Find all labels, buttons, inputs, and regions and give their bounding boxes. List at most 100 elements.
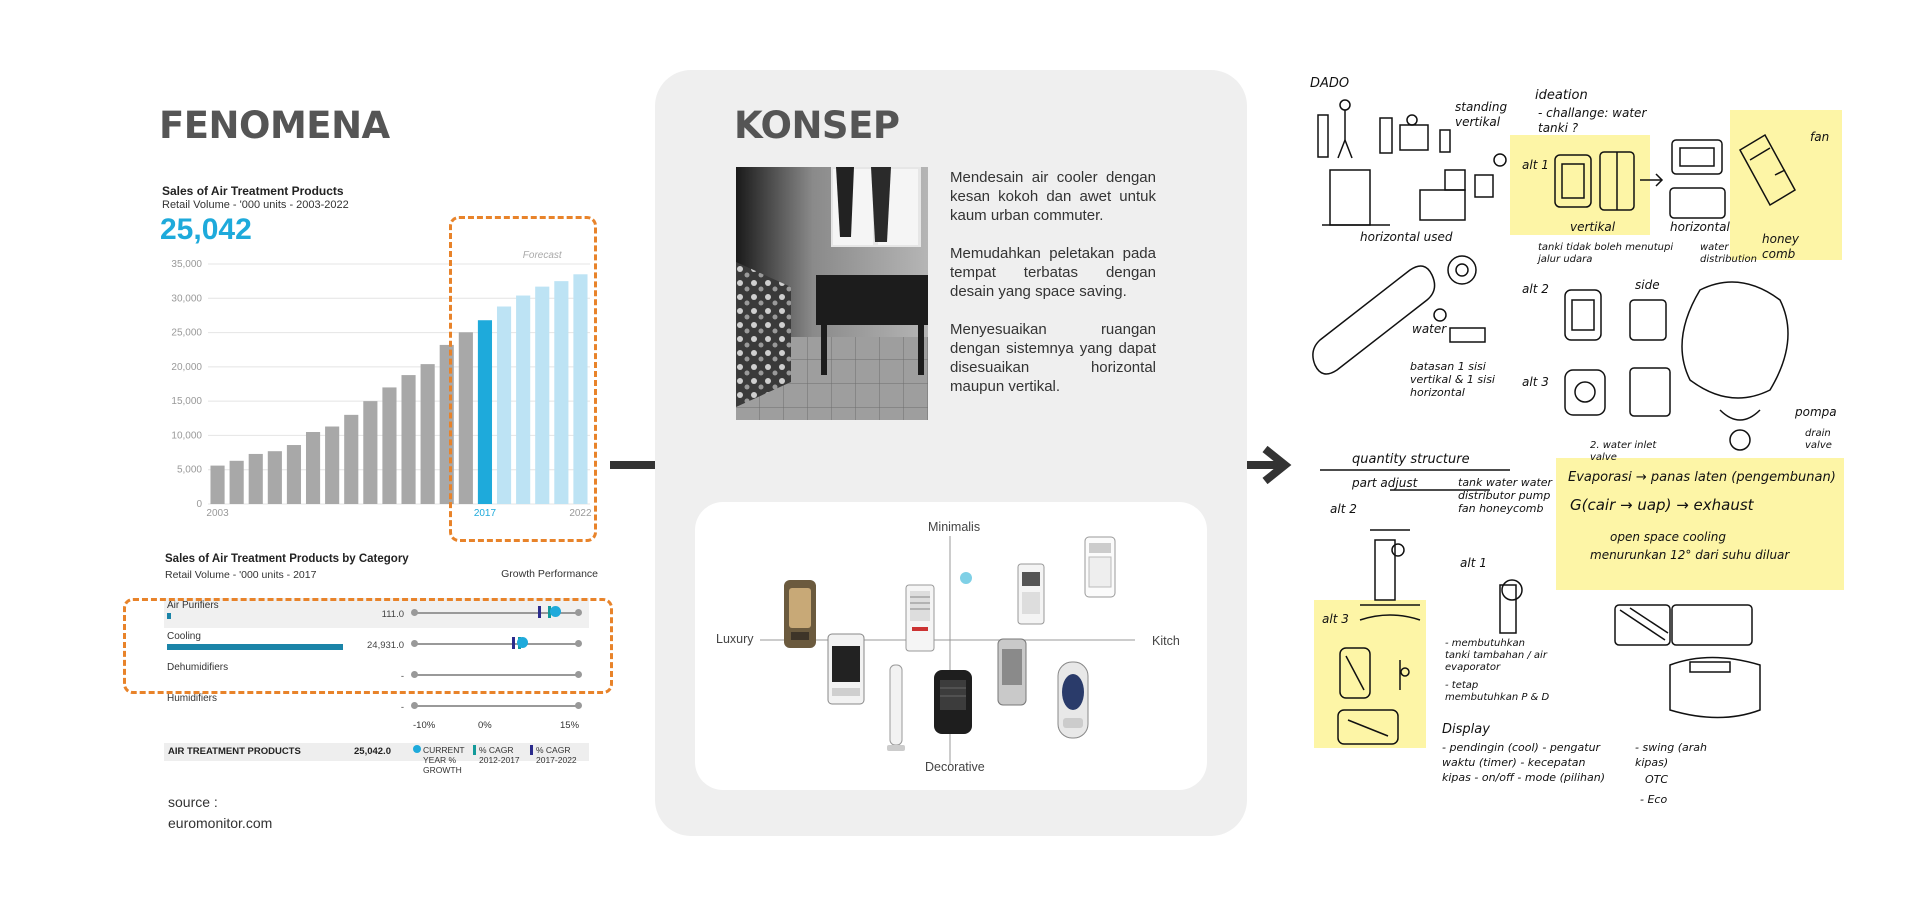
source-note: source : euromonitor.com [168,792,272,834]
category-table-subtitle: Retail Volume - '000 units - 2017 [165,569,317,581]
konsep-title: KONSEP [734,104,900,147]
sales-chart-subtitle: Retail Volume - '000 units - 2003-2022 [162,199,349,211]
sketch-note-water-inlet: 2. water inlet valve [1590,440,1657,463]
map-label-top: Minimalis [928,520,981,534]
bar-2004 [229,460,244,504]
category-table-title: Sales of Air Treatment Products by Categ… [165,553,409,565]
y-tick-label: 15,000 [171,396,202,407]
category-total-value: 25,042.0 [354,746,391,757]
category-volume-bar [167,613,171,619]
air-cooler-white-black-icon [827,633,865,705]
sketch-note-formula: G(cair → uap) → exhaust [1570,496,1754,514]
air-cooler-grey-icon [997,638,1027,706]
legend-text: % CAGR 2017-2022 [536,745,577,765]
sketch-note-swing: - swing (arah kipas) [1635,741,1707,769]
growth-axis-label-max: 15% [560,720,580,731]
category-total-row: AIR TREATMENT PRODUCTS 25,042.0 [164,743,589,761]
positioning-map-card [695,502,1207,790]
category-value: 111.0 [381,609,404,620]
sketch-note-display: Display [1442,722,1490,737]
concept-position-marker [960,572,972,584]
bar-2019 [516,295,531,504]
sketch-note-tetap: - tetap membutuhkan P & D [1445,680,1550,703]
source-label: source : [168,794,218,810]
bar-2010 [344,414,359,504]
konsep-paragraph-3: Menyesuaikan ruangan dengan sistemnya ya… [950,321,1156,395]
growth-axis-label-zero: 0% [478,720,492,731]
sketch-note-evaporasi: Evaporasi → panas laten (pengembunan) [1568,470,1836,485]
sketch-note-pompa: pompa [1795,405,1837,419]
growth-track [414,674,579,676]
bar-2022 [573,274,588,504]
sticky-note-fan [1730,110,1842,260]
y-tick-label: 35,000 [171,259,202,270]
category-table: Sales of Air Treatment Products by Categ… [158,548,598,788]
bar-2011 [363,401,378,504]
growth-track-end [575,671,582,678]
sketch-note-quantity: quantity structure [1352,452,1470,467]
sketch-note-drain: drain valve [1805,428,1832,451]
sketch-note-alt1b: alt 1 [1460,556,1487,570]
positioning-map-axes [760,536,1135,764]
fenomena-title: FENOMENA [159,104,390,147]
sketch-note-water-distribution: water distribution [1700,242,1757,265]
x-tick-label: 2017 [474,508,497,519]
forecast-highlight-frame [449,216,597,542]
growth-track-start [411,640,418,647]
sketch-note-eco: - Eco [1640,793,1668,806]
y-tick-label: 20,000 [171,362,202,373]
y-tick-label: 5,000 [177,465,202,476]
category-row-humidifiers: Humidifiers - [164,691,589,721]
sales-headline-value: 25,042 [160,213,252,246]
current-growth-marker [517,637,529,648]
forecast-annotation: Forecast [523,250,563,261]
sticky-note-evaporasi [1556,458,1844,590]
sketch-note-alt2b: alt 2 [1330,502,1357,516]
sketch-note-dado: DADO [1310,76,1350,91]
bar-2016 [458,332,473,504]
sketch-note-honeycomb: honey comb [1762,232,1800,261]
sketch-note-openspace: open space cooling [1610,530,1726,544]
current-growth-marker [550,606,562,617]
sketch-note-challenge: - challange: water tanki ? [1538,106,1647,135]
sketch-note-vertikal: vertikal [1570,220,1616,234]
portable-ac-white-icon [1084,536,1116,598]
map-label-right: Kitch [1152,634,1180,648]
cagr-2017-2022-marker [511,637,515,649]
air-cooler-slim-white-icon [1017,563,1045,625]
x-tick-label: 2022 [569,508,592,519]
sales-chart-title: Sales of Air Treatment Products [162,184,344,198]
air-cooler-round-icon [1057,661,1089,739]
growth-axis-label-min: -10% [413,720,436,731]
sketch-note-alt2: alt 2 [1522,282,1549,296]
y-tick-label: 0 [196,499,202,510]
legend-text: % CAGR 2012-2017 [479,745,520,765]
bar-2006 [267,451,282,504]
growth-performance-header: Growth Performance [501,568,598,580]
sketch-note-membutuhkan: - membutuhkan tanki tambahan / air evapo… [1445,638,1547,673]
sketch-note-tanki: tanki tidak boleh menutupi jalur udara [1538,242,1674,265]
bar-2008 [305,432,321,504]
category-value: - [400,671,404,682]
air-cooler-black-icon [934,670,972,734]
sketch-note-components: tank water water distributor pump fan ho… [1458,476,1553,515]
category-label: Cooling [167,631,201,642]
sketch-note-part-adjust: part adjust [1352,476,1418,490]
category-row-air-purifiers: Air Purifiers 111.0 [164,598,589,628]
growth-track-end [575,702,582,709]
bar-2005 [248,453,263,504]
bar-2017 [477,320,493,504]
bar-2007 [286,445,302,504]
category-label: Dehumidifiers [167,662,229,673]
legend-swatch [530,745,533,755]
growth-track-start [411,609,418,616]
bar-2020 [535,286,550,504]
sketch-note-fan: fan [1810,130,1830,144]
room-photo [736,167,928,420]
sketch-note-alt3: alt 3 [1522,375,1549,389]
air-cooler-tower-white-icon [905,584,935,652]
konsep-paragraph-1: Mendesain air cooler dengan kesan kokoh … [950,169,1156,224]
air-cooler-gold-icon [784,580,816,648]
sketch-note-standing: standing vertikal [1455,100,1508,129]
